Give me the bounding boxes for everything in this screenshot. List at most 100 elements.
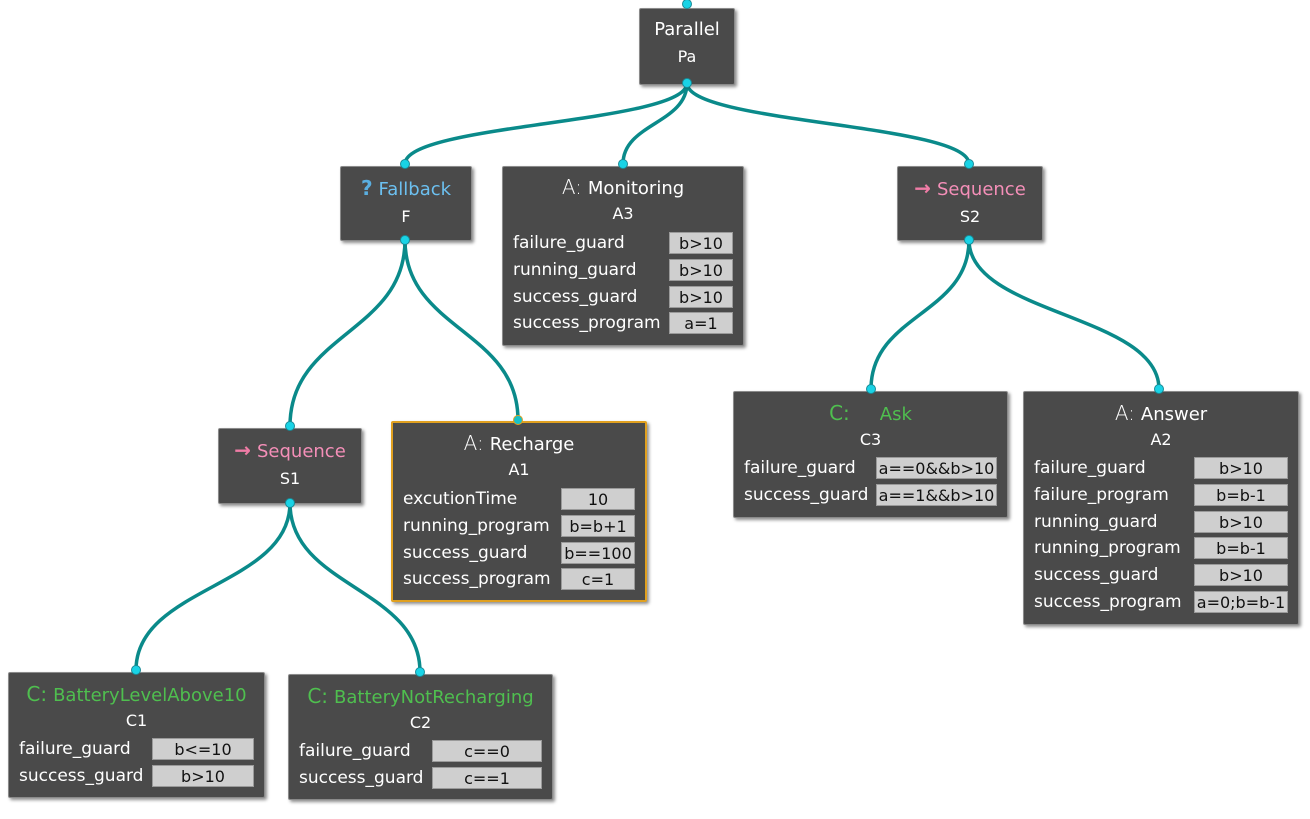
- node-id: A3: [612, 204, 634, 223]
- property-list: failure_guard a==0&&b>10 success_guard a==…: [744, 455, 997, 508]
- node-label: Monitoring: [587, 178, 685, 199]
- node-label: Ask: [879, 404, 912, 425]
- property-value[interactable]: a==1&&b>10: [876, 484, 997, 507]
- node-label: BatteryLevelAbove10: [53, 685, 247, 706]
- property-name: success_program: [1034, 591, 1182, 612]
- property-value[interactable]: a=1: [669, 312, 733, 335]
- property-name: running_program: [1034, 538, 1181, 559]
- property-value[interactable]: a==0&&b>10: [876, 457, 997, 480]
- property-value[interactable]: a=0;b=b-1: [1194, 590, 1288, 613]
- property-name: failure_guard: [299, 741, 411, 762]
- property-value[interactable]: b==100: [561, 541, 635, 564]
- node-fallback-f[interactable]: ?Fallback F: [340, 166, 472, 241]
- port-c1-in[interactable]: [131, 665, 141, 675]
- node-parallel-pa[interactable]: Parallel Pa: [639, 8, 735, 85]
- port-a1-in[interactable]: [513, 415, 523, 425]
- property-value[interactable]: b<=10: [152, 738, 254, 761]
- edge-pa-a3: [621, 82, 689, 165]
- action-icon: A:: [561, 175, 582, 199]
- property-value[interactable]: b=b-1: [1194, 537, 1288, 560]
- port-f-in[interactable]: [400, 159, 410, 169]
- property-row: running_program b=b+1: [403, 513, 635, 540]
- property-name: excutionTime: [403, 489, 518, 510]
- property-name: success_guard: [744, 485, 869, 506]
- port-s1-out[interactable]: [285, 498, 295, 508]
- node-label: Fallback: [378, 179, 452, 200]
- property-value[interactable]: b>10: [669, 259, 733, 282]
- property-row: success_guard a==1&&b>10: [744, 482, 997, 509]
- property-value[interactable]: c=1: [561, 568, 635, 591]
- port-s2-out[interactable]: [964, 235, 974, 245]
- node-id: C1: [125, 711, 148, 730]
- property-value[interactable]: b>10: [152, 765, 254, 788]
- node-label: BatteryNotRecharging: [334, 687, 534, 708]
- property-name: success_guard: [1034, 565, 1159, 586]
- node-id: C2: [409, 713, 432, 732]
- action-icon: A:: [463, 431, 484, 455]
- port-a3-in[interactable]: [618, 159, 628, 169]
- node-sequence-s1[interactable]: →Sequence S1: [218, 428, 362, 504]
- node-action-answer-a2[interactable]: A:Answer A2 failure_guard b>10 failure_pr…: [1023, 391, 1299, 625]
- property-row: success_guard c==1: [299, 765, 542, 792]
- property-value[interactable]: b=b-1: [1194, 484, 1288, 507]
- property-value[interactable]: b>10: [669, 285, 733, 308]
- property-value[interactable]: c==0: [432, 740, 542, 763]
- edge-s1-c1: [134, 502, 292, 671]
- property-name: failure_guard: [744, 458, 856, 479]
- property-value[interactable]: c==1: [432, 767, 542, 790]
- edge-s1-c2: [288, 502, 422, 673]
- property-value[interactable]: b>10: [1194, 457, 1288, 480]
- port-pa-in[interactable]: [682, 0, 692, 9]
- node-sequence-s2[interactable]: →Sequence S2: [897, 166, 1043, 241]
- property-row: failure_guard b>10: [1034, 455, 1288, 482]
- condition-icon: C:: [307, 684, 329, 708]
- port-s2-in[interactable]: [964, 159, 974, 169]
- property-value[interactable]: b>10: [1194, 510, 1288, 533]
- property-value[interactable]: b>10: [1194, 564, 1288, 587]
- edge-f-a1: [403, 239, 520, 421]
- condition-icon: C:: [26, 682, 48, 706]
- property-name: success_guard: [299, 768, 424, 789]
- property-name: failure_program: [1034, 485, 1169, 506]
- property-list: failure_guard c==0 success_guard c==1: [299, 738, 542, 791]
- node-label: Sequence: [936, 179, 1026, 200]
- property-list: failure_guard b>10 failure_program b=b-1 r…: [1034, 455, 1288, 615]
- property-value[interactable]: b=b+1: [561, 515, 635, 538]
- property-name: failure_guard: [1034, 458, 1146, 479]
- port-pa-out[interactable]: [682, 78, 692, 88]
- fallback-icon: ?: [360, 176, 373, 200]
- property-row: excutionTime 10: [403, 486, 635, 513]
- node-id: A2: [1150, 430, 1172, 449]
- port-c2-in[interactable]: [415, 667, 425, 677]
- node-label: Sequence: [256, 441, 346, 462]
- node-id: S2: [959, 207, 981, 226]
- condition-icon: C:: [829, 401, 850, 425]
- node-label: Answer: [1140, 404, 1208, 425]
- edge-f-s1: [288, 239, 407, 427]
- node-label: Recharge: [489, 434, 575, 455]
- property-name: running_program: [403, 516, 550, 537]
- property-value[interactable]: b>10: [669, 232, 733, 255]
- port-a2-in[interactable]: [1154, 384, 1164, 394]
- action-icon: A:: [1114, 401, 1135, 425]
- property-row: success_guard b>10: [1034, 562, 1288, 589]
- property-row: failure_guard c==0: [299, 738, 542, 765]
- node-id: Pa: [677, 47, 697, 66]
- port-c3-in[interactable]: [866, 384, 876, 394]
- port-s1-in[interactable]: [285, 421, 295, 431]
- property-name: running_guard: [1034, 511, 1158, 532]
- property-value[interactable]: 10: [561, 488, 635, 511]
- port-f-out[interactable]: [400, 235, 410, 245]
